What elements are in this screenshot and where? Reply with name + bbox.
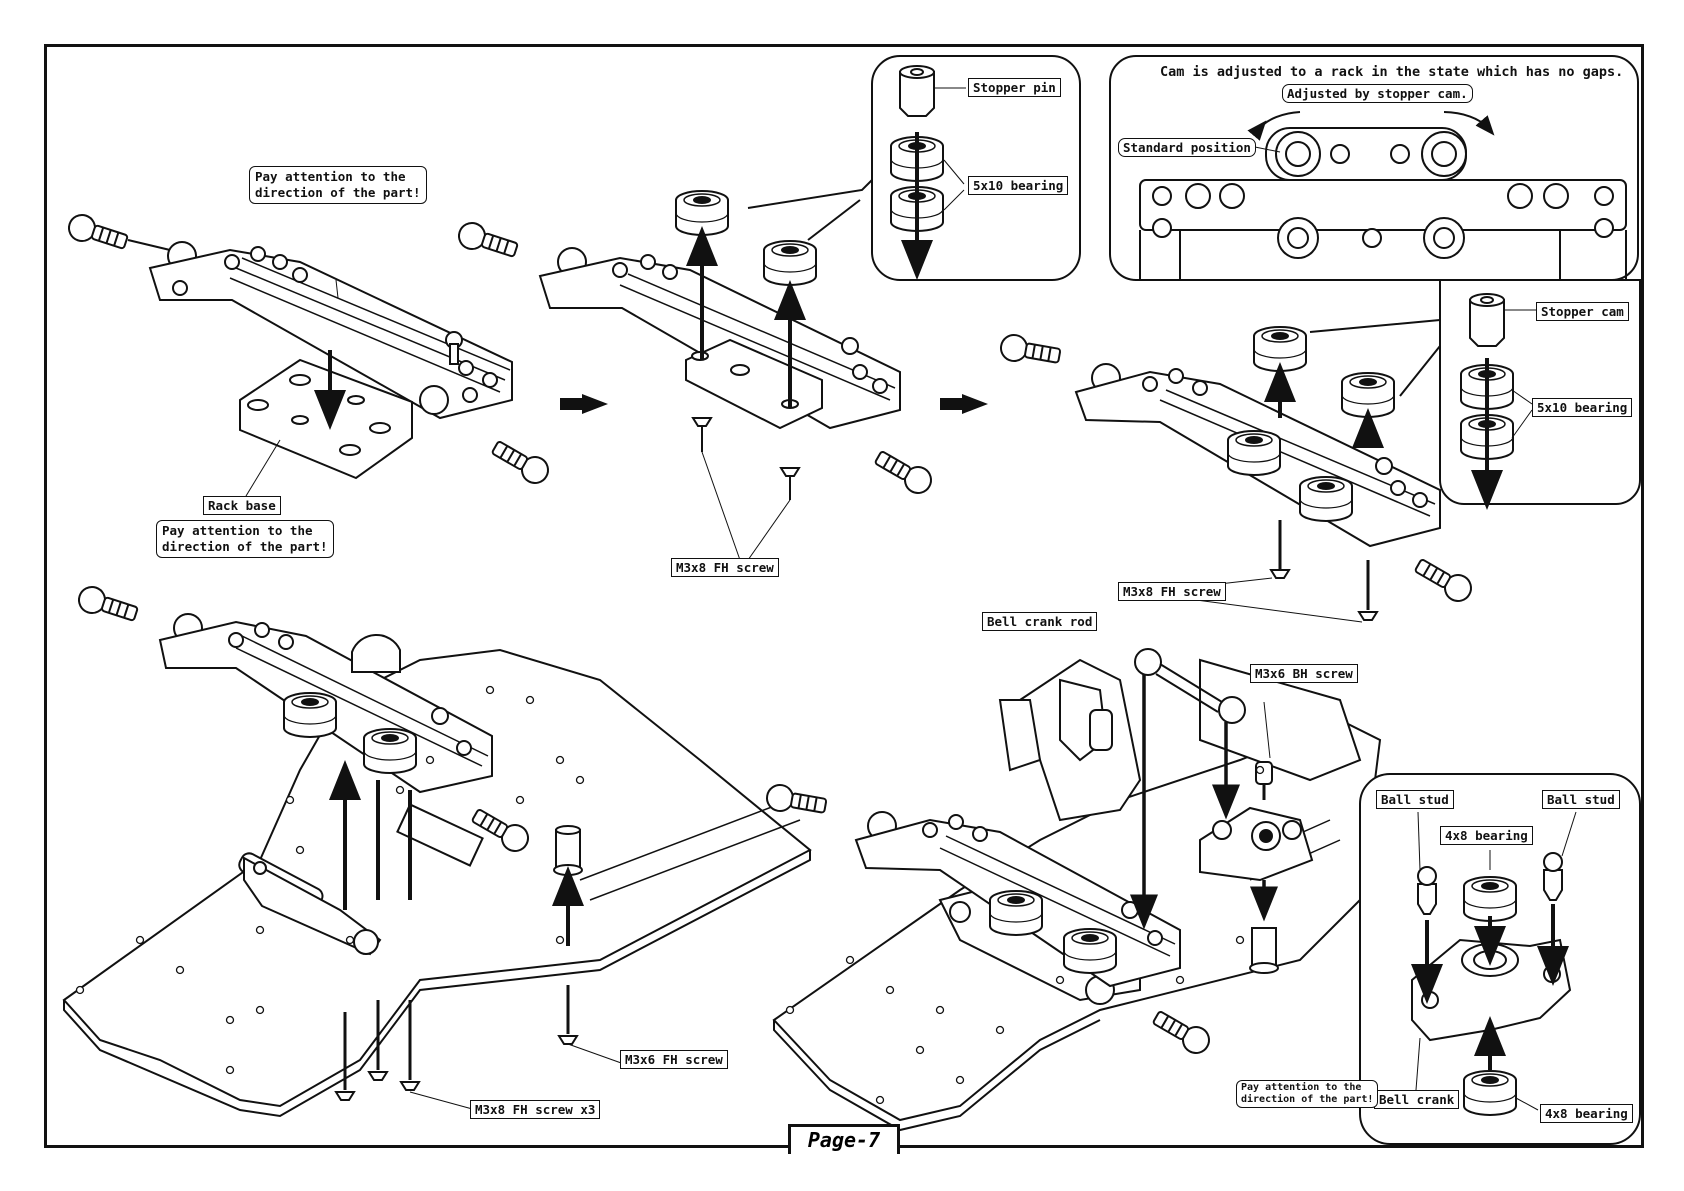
step5-chassis-right <box>763 648 1382 1132</box>
label-ball-stud-right: Ball stud <box>1542 790 1620 809</box>
cam-note: Cam is adjusted to a rack in the state w… <box>1160 64 1624 80</box>
label-m3x8-fh-screw-b: M3x8 FH screw <box>1118 582 1226 601</box>
label-bell-crank: Bell crank <box>1374 1090 1460 1109</box>
label-rack-base: Rack base <box>203 496 281 515</box>
label-m3x6-bh-screw: M3x6 BH screw <box>1250 664 1358 683</box>
label-5x10-bearing-b: 5x10 bearing <box>1532 398 1633 417</box>
note-line: direction of the part! <box>255 185 421 200</box>
label-ball-stud-left: Ball stud <box>1376 790 1454 809</box>
inset-bell-crank <box>1359 773 1641 1145</box>
page-number: Page-7 <box>788 1124 900 1154</box>
label-bell-crank-rod: Bell crank rod <box>982 612 1098 631</box>
label-standard-position: Standard position <box>1118 138 1256 157</box>
label-m3x6-fh-screw: M3x6 FH screw <box>620 1050 728 1069</box>
inset-cam-adjust <box>1109 55 1639 281</box>
step-arrow-2 <box>940 394 988 414</box>
note-pay-attention-rack: Pay attention to the direction of the pa… <box>156 520 334 558</box>
step-arrow-1 <box>560 394 608 414</box>
note-line: Pay attention to the <box>162 523 313 538</box>
label-stopper-pin: Stopper pin <box>968 78 1061 97</box>
label-4x8-bearing-top: 4x8 bearing <box>1440 826 1533 845</box>
step4-chassis-left <box>62 582 812 1118</box>
label-m3x8-fh-screw-x3: M3x8 FH screw x3 <box>470 1100 601 1119</box>
label-m3x8-fh-screw-a: M3x8 FH screw <box>671 558 779 577</box>
label-adjusted-by-stopper-cam: Adjusted by stopper cam. <box>1282 84 1473 103</box>
note-pay-attention-bell: Pay attention to the direction of the pa… <box>1236 1080 1379 1108</box>
label-4x8-bearing-bottom: 4x8 bearing <box>1540 1104 1633 1123</box>
label-stopper-cam: Stopper cam <box>1536 302 1629 321</box>
step1-rack-assembly <box>64 210 554 497</box>
step3-cam-assembly <box>997 326 1477 623</box>
inset-stopper-pin <box>747 55 1081 281</box>
note-line: direction of the part! <box>1241 1094 1374 1105</box>
note-line: Pay attention to the <box>255 169 406 184</box>
note-line: direction of the part! <box>162 539 328 554</box>
label-5x10-bearing-a: 5x10 bearing <box>968 176 1069 195</box>
inset-stopper-cam <box>1309 279 1641 510</box>
step2-stopper-assembly <box>454 190 937 561</box>
note-line: Pay attention to the <box>1241 1082 1362 1093</box>
note-pay-attention-top: Pay attention to the direction of the pa… <box>249 166 427 204</box>
